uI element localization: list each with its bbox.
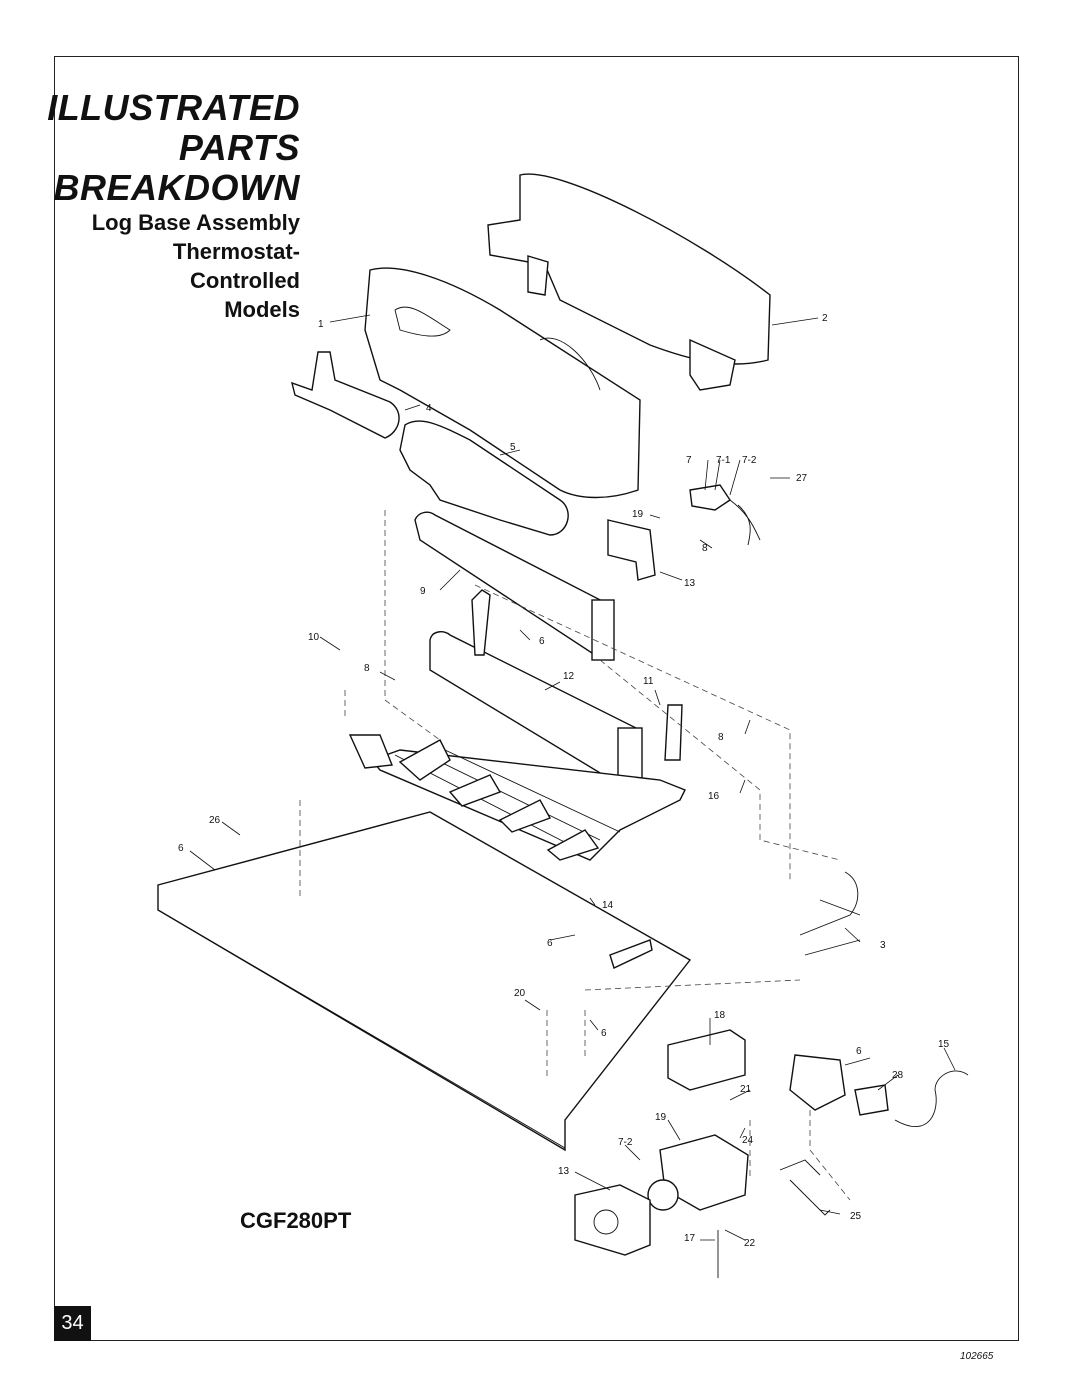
title-line-3: BREAKDOWN <box>53 167 300 208</box>
part-callout: 13 <box>558 1166 570 1177</box>
part-callout: 17 <box>684 1233 696 1244</box>
part-callout: 8 <box>702 543 708 554</box>
part-callout: 2 <box>822 313 828 324</box>
subtitle-line-1: Log Base Assembly <box>91 210 300 235</box>
grate-bar-2 <box>398 739 451 781</box>
regulator-15 <box>789 1054 846 1111</box>
part-callout: 5 <box>510 442 516 453</box>
rear-log <box>487 173 771 365</box>
subtitle-line-3: Controlled <box>190 268 300 293</box>
part-callout: 8 <box>364 663 370 674</box>
grate-leg-right <box>664 704 683 761</box>
base-panel-14 <box>157 811 692 1152</box>
part-callout: 13 <box>684 578 696 589</box>
subtitle-line-2: Thermostat- <box>172 239 300 264</box>
page-number: 34 <box>54 1306 91 1341</box>
part-callout: 14 <box>602 900 614 911</box>
rear-log-peg <box>527 255 549 296</box>
supply-tube-17 <box>779 1159 831 1216</box>
part-callout: 27 <box>796 473 808 484</box>
small-log-branch <box>291 351 400 439</box>
grate-bar-3 <box>448 774 502 807</box>
subtitle-line-4: Models <box>224 297 300 322</box>
part-callout: 15 <box>938 1039 950 1050</box>
page-frame <box>54 56 1019 1341</box>
flex-line-28 <box>894 1070 969 1127</box>
valve-bracket-18 <box>667 1029 746 1091</box>
base-slot <box>609 939 653 969</box>
part-callout: 6 <box>601 1028 607 1039</box>
front-log <box>364 267 641 499</box>
part-callout: 7-2 <box>618 1137 633 1148</box>
log-5 <box>399 420 569 536</box>
title-line-1: ILLUSTRATED <box>47 87 300 128</box>
part-callout: 18 <box>714 1010 726 1021</box>
part-callout: 11 <box>643 676 654 687</box>
part-callout: 22 <box>744 1238 756 1249</box>
title-line-2: PARTS <box>178 127 300 168</box>
part-callout: 7-1 <box>716 455 731 466</box>
part-callout: 6 <box>856 1046 862 1057</box>
part-callout: 6 <box>539 636 545 647</box>
grate-bar-5 <box>546 829 600 861</box>
burner-end-plate <box>591 599 615 661</box>
pilot-tubing-20 <box>799 871 861 956</box>
part-callout: 6 <box>547 938 553 949</box>
part-callout: 1 <box>318 319 324 330</box>
part-callout: 8 <box>718 732 724 743</box>
part-callout: 24 <box>742 1135 754 1146</box>
fitting-21 <box>854 1084 889 1116</box>
pilot-bracket-9 <box>607 519 656 581</box>
part-callout: 20 <box>514 988 526 999</box>
grate-bar-1 <box>348 734 393 769</box>
part-callout: 19 <box>655 1112 667 1123</box>
part-callout: 6 <box>178 843 184 854</box>
part-callout: 3 <box>880 940 886 951</box>
part-callout: 25 <box>850 1211 862 1222</box>
model-number: CGF280PT <box>240 1208 352 1233</box>
grate-leg-left <box>471 589 491 656</box>
part-callout: 7 <box>686 455 692 466</box>
part-callout: 16 <box>708 791 720 802</box>
part-callout: 19 <box>632 509 644 520</box>
part-callout: 7-2 <box>742 455 757 466</box>
part-callout: 4 <box>426 403 432 414</box>
drawing-number: 102665 <box>960 1351 994 1362</box>
part-callout: 9 <box>420 586 426 597</box>
page-title: ILLUSTRATED PARTS BREAKDOWN Log Base Ass… <box>47 88 300 324</box>
rear-log-support <box>689 338 736 391</box>
part-callout: 21 <box>740 1084 752 1095</box>
control-knob <box>647 1179 679 1211</box>
part-callout: 12 <box>563 671 575 682</box>
valve-cover-25 <box>574 1184 651 1256</box>
part-callout: 26 <box>209 815 221 826</box>
grate-bar-4 <box>498 799 552 833</box>
part-callout: 28 <box>892 1070 904 1081</box>
pilot-assembly <box>689 484 731 511</box>
part-callout: 10 <box>308 632 320 643</box>
